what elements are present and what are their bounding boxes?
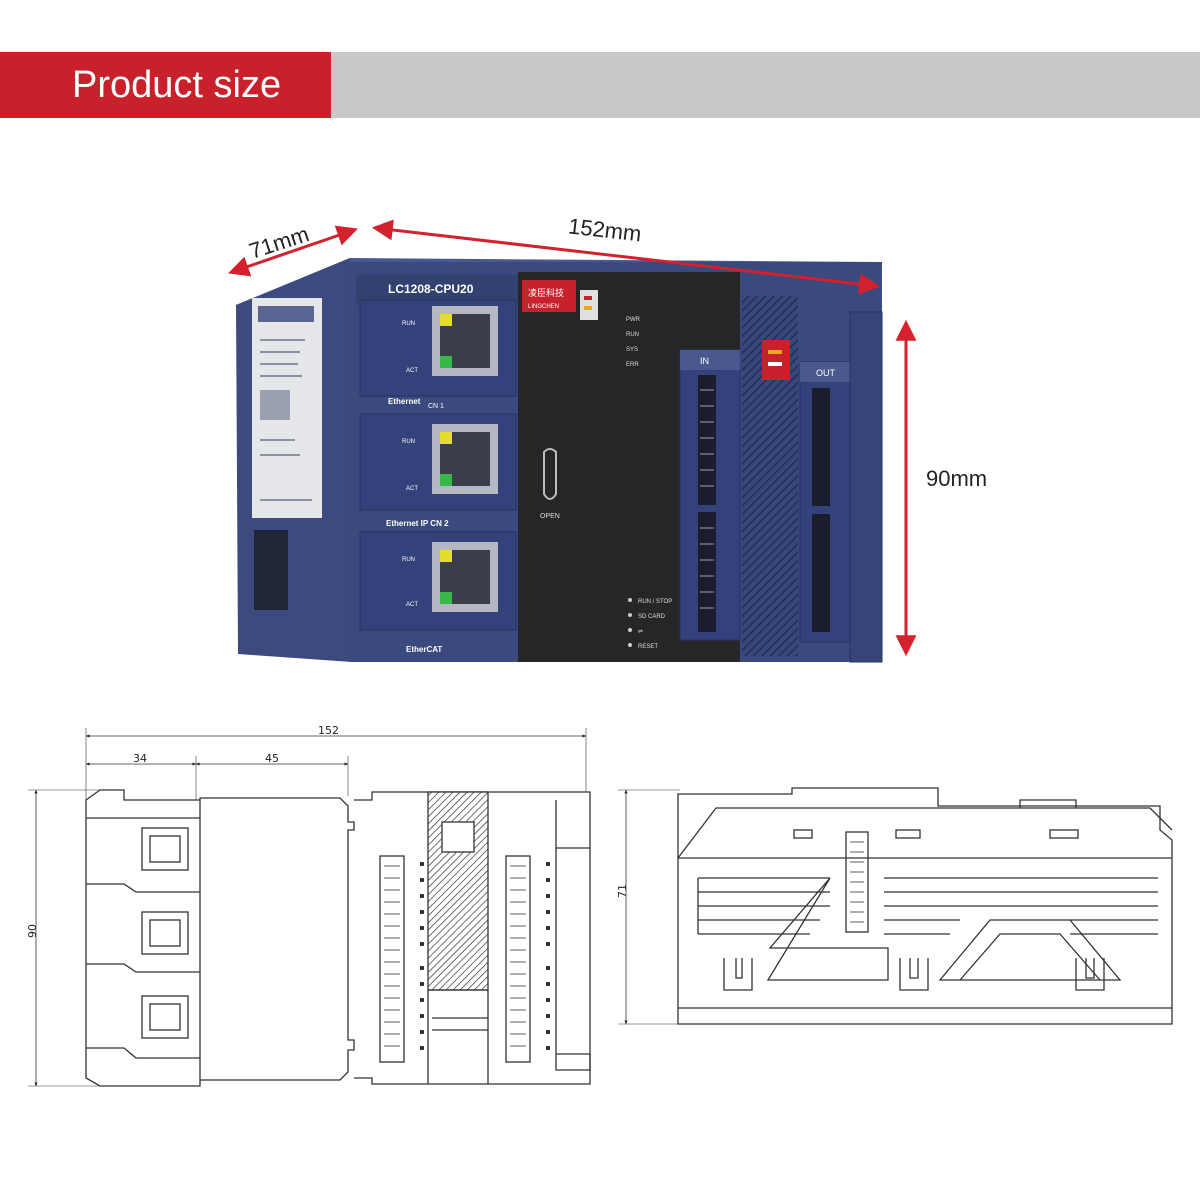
model-label: LC1208-CPU20 xyxy=(388,282,474,296)
sys-led-label: SYS xyxy=(626,347,638,353)
front-view-drawing xyxy=(28,728,591,1087)
in-label: IN xyxy=(700,356,709,366)
usb-icon: ⇌ xyxy=(638,629,643,635)
depth-dimension-label: 71mm xyxy=(246,221,312,264)
brand-cn-label: 凌臣科技 xyxy=(528,287,564,298)
act-led-label-2: ACT xyxy=(406,486,418,492)
side-depth-label: 71 xyxy=(616,884,629,898)
front-height-label: 90 xyxy=(26,924,39,938)
cn1-label: CN 1 xyxy=(428,403,444,410)
run-stop-label: RUN / STOP xyxy=(638,599,672,605)
front-terminal-ticks xyxy=(384,865,526,1047)
width-dimension-label: 152mm xyxy=(567,213,643,246)
output-terminal-pins xyxy=(812,388,830,632)
side-view-drawing xyxy=(618,787,1173,1025)
act-led-label-3: ACT xyxy=(406,602,418,608)
ethernet-ip-label: Ethernet IP CN 2 xyxy=(386,519,449,528)
run-led-label-3: RUN xyxy=(402,557,415,563)
front-indicator-dots xyxy=(420,862,550,1050)
open-label: OPEN xyxy=(540,513,560,520)
front-middle-section-label: 45 xyxy=(265,752,279,765)
front-total-width-label: 152 xyxy=(318,724,339,737)
ethernet-port-1: RUN ACT xyxy=(359,299,517,397)
banner-tab xyxy=(0,52,331,118)
reset-label: RESET xyxy=(638,644,658,650)
brand-en-label: LINGCHEN xyxy=(528,304,559,310)
width-arrow xyxy=(371,219,881,295)
side-connector-ticks xyxy=(850,841,864,923)
err-led-label: ERR xyxy=(626,362,639,368)
run-led-label-2: RUN xyxy=(402,439,415,445)
run-status-label: RUN xyxy=(626,332,639,338)
side-connector xyxy=(254,530,288,610)
plc-photo: LC1208-CPU20 RUN ACT Ethernet CN 1 RUN A… xyxy=(236,258,883,663)
act-led-label: ACT xyxy=(406,368,418,374)
ethernet-port-3: RUN ACT xyxy=(359,531,517,631)
banner-title: Product size xyxy=(72,64,282,106)
depth-arrow xyxy=(228,225,358,277)
sd-card-label: SD CARD xyxy=(638,614,666,620)
front-left-section-label: 34 xyxy=(133,752,147,765)
input-terminal-pins xyxy=(698,375,716,632)
height-dimension-label: 90mm xyxy=(926,466,987,491)
run-led-label: RUN xyxy=(402,321,415,327)
pwr-led-label: PWR xyxy=(626,317,641,323)
door-handle xyxy=(543,448,557,500)
out-label: OUT xyxy=(816,368,836,378)
ethercat-label: EtherCAT xyxy=(406,645,442,654)
io-brand-logo xyxy=(762,340,790,380)
ethernet-port-2: RUN ACT xyxy=(359,413,517,511)
ethernet-label: Ethernet xyxy=(388,397,421,406)
